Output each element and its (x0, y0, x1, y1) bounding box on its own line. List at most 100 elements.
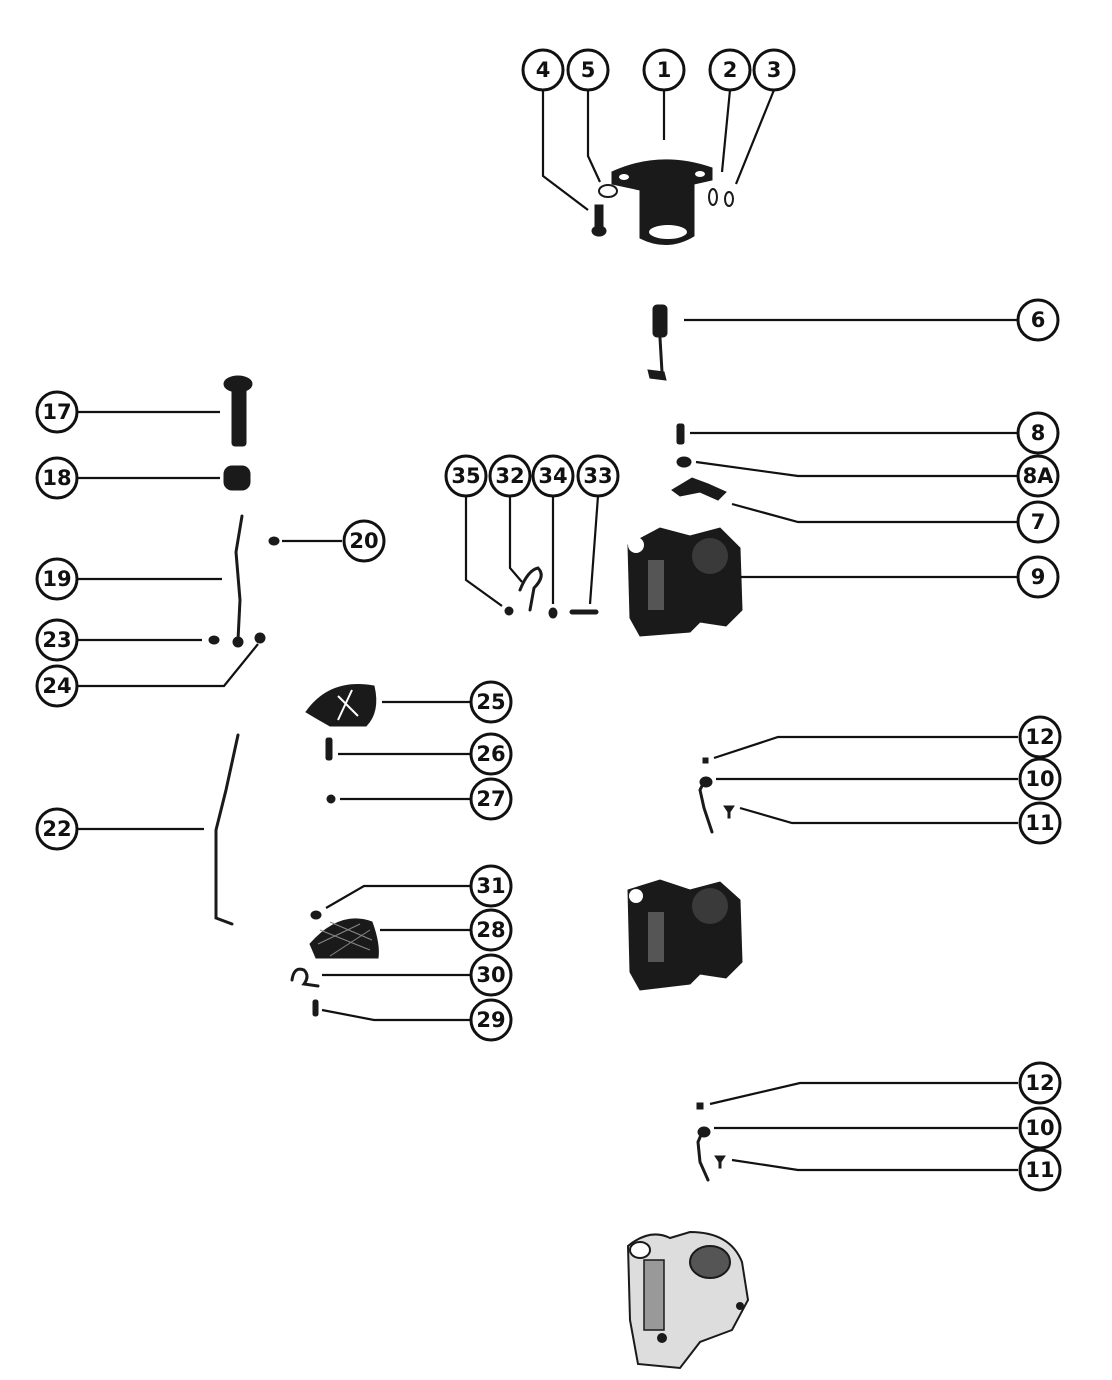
callout-22: 22 (35, 807, 79, 851)
part-10-lever-upper (698, 776, 714, 834)
part-12-plug-upper (702, 757, 709, 764)
callout-1: 1 (642, 48, 686, 92)
callout-label: 7 (1031, 510, 1046, 534)
callout-6: 6 (1016, 298, 1060, 342)
callout-34: 34 (531, 454, 575, 498)
callout-10-upper: 10 (1018, 757, 1062, 801)
callout-9: 9 (1016, 555, 1060, 599)
carburetor-body-middle (627, 879, 743, 991)
callout-17: 17 (35, 390, 79, 434)
part-1-flange-adapter (611, 159, 713, 245)
part-35-ball (504, 606, 514, 616)
part-19-rod (232, 514, 244, 648)
callout-32: 32 (488, 454, 532, 498)
part-9-carburetor-body (627, 527, 743, 637)
part-4-screw (591, 204, 607, 237)
callout-label: 35 (451, 464, 480, 488)
callout-label: 10 (1025, 767, 1054, 791)
part-30-spring (290, 967, 320, 988)
part-18-bushing (223, 465, 251, 491)
part-12-plug-lower (696, 1102, 704, 1110)
callout-label: 24 (42, 674, 71, 698)
callout-7: 7 (1016, 500, 1060, 544)
callout-label: 4 (536, 58, 551, 82)
callout-11-lower: 11 (1018, 1148, 1062, 1192)
part-17-stem (223, 375, 253, 447)
callout-label: 28 (476, 918, 505, 942)
callout-label: 31 (476, 874, 505, 898)
part-10-lever-lower (696, 1126, 711, 1182)
part-5-washer (598, 184, 618, 198)
callout-27: 27 (469, 777, 513, 821)
callout-label: 26 (476, 742, 505, 766)
callout-label: 9 (1031, 565, 1046, 589)
part-24-washer (254, 632, 266, 644)
callout-8: 8 (1016, 411, 1060, 455)
callout-label: 33 (583, 464, 612, 488)
callout-28: 28 (469, 908, 513, 952)
part-7-lever (671, 477, 727, 501)
callout-2: 2 (708, 48, 752, 92)
callout-20: 20 (342, 519, 386, 563)
callout-label: 34 (538, 464, 567, 488)
callout-25: 25 (469, 680, 513, 724)
callout-label: 2 (723, 58, 738, 82)
part-33-pin (569, 609, 599, 615)
callout-8a: 8A (1016, 454, 1060, 498)
callout-label: 27 (476, 787, 505, 811)
callout-4: 4 (521, 48, 565, 92)
part-29-pin (312, 999, 319, 1017)
callout-label: 3 (767, 58, 782, 82)
callout-29: 29 (469, 998, 513, 1042)
callout-label: 8A (1023, 464, 1055, 488)
part-11-screw-upper (723, 805, 735, 819)
callout-label: 20 (349, 529, 378, 553)
part-23-clip (208, 635, 220, 645)
callout-10-lower: 10 (1018, 1106, 1062, 1150)
part-27-washer (326, 794, 336, 804)
part-26-screw (325, 737, 333, 761)
callout-23: 23 (35, 618, 79, 662)
callout-35: 35 (444, 454, 488, 498)
part-31-ball (310, 910, 322, 920)
callout-label: 12 (1025, 725, 1054, 749)
callout-26: 26 (469, 732, 513, 776)
callout-label: 10 (1025, 1116, 1054, 1140)
callout-19: 19 (35, 557, 79, 601)
callout-label: 17 (42, 400, 71, 424)
leader-lines (78, 89, 1018, 1172)
part-11-screw-lower (714, 1155, 726, 1169)
carburetor-body-lower (626, 1230, 750, 1370)
callout-label: 29 (476, 1008, 505, 1032)
callout-label: 32 (495, 464, 524, 488)
callout-label: 12 (1025, 1071, 1054, 1095)
callout-3: 3 (752, 48, 796, 92)
callout-label: 8 (1031, 421, 1046, 445)
part-34-ball (548, 607, 558, 619)
callout-31: 31 (469, 864, 513, 908)
callout-label: 30 (476, 963, 505, 987)
callout-5: 5 (566, 48, 610, 92)
callout-label: 11 (1025, 1158, 1054, 1182)
part-3-seal (724, 191, 734, 207)
callout-label: 11 (1025, 811, 1054, 835)
callout-label: 19 (42, 567, 71, 591)
callout-24: 24 (35, 664, 79, 708)
part-20-clip (268, 536, 280, 546)
callout-18: 18 (35, 456, 79, 500)
callout-label: 23 (42, 628, 71, 652)
callout-33: 33 (576, 454, 620, 498)
part-28-screen (309, 918, 379, 959)
callout-30: 30 (469, 953, 513, 997)
callout-label: 5 (581, 58, 596, 82)
part-22-throttle-rod (214, 733, 240, 926)
callout-label: 22 (42, 817, 71, 841)
part-8-screw (676, 423, 685, 445)
part-8a-washer (676, 456, 692, 468)
callout-label: 6 (1031, 308, 1046, 332)
part-2-seal (708, 188, 718, 206)
part-25-throttle-cam (305, 683, 377, 727)
callout-label: 18 (42, 466, 71, 490)
callout-label: 25 (476, 690, 505, 714)
